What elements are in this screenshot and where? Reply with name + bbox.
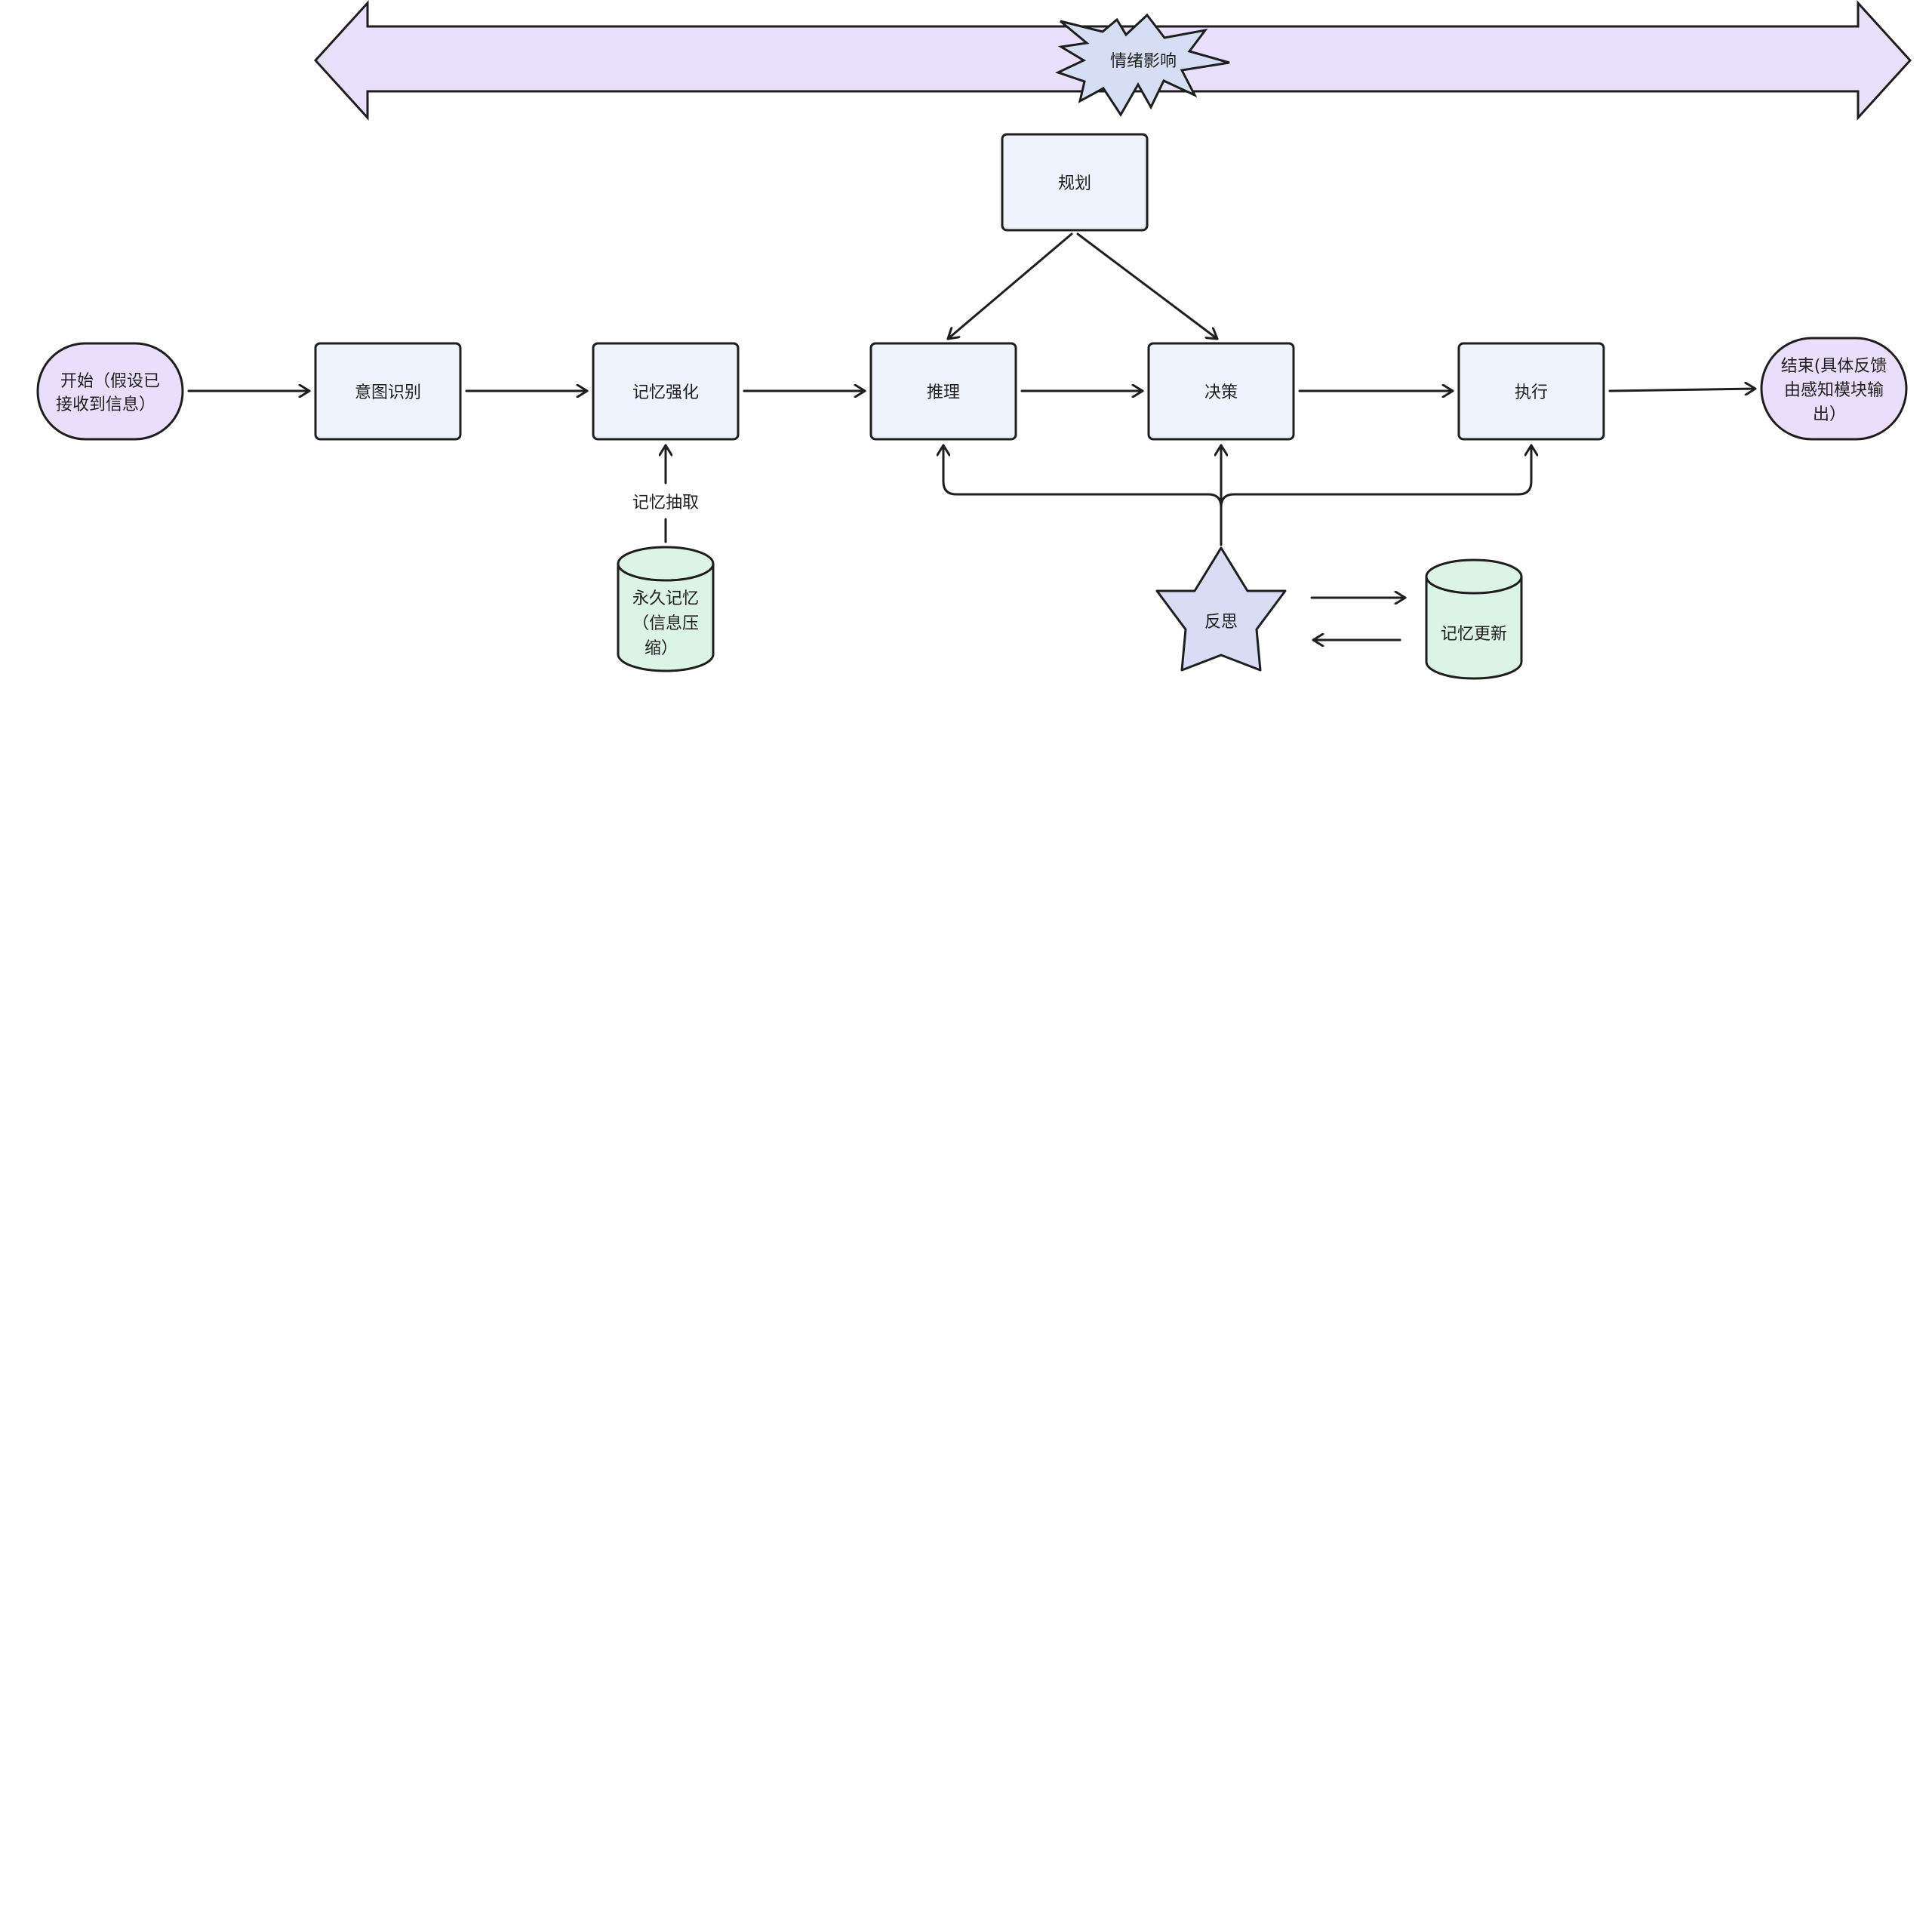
end-label-line1: 结束(具体反馈 [1781, 357, 1887, 376]
arrow-reflection-to-reasoning [943, 444, 1223, 546]
intent-label: 意图识别 [355, 383, 421, 402]
execute-label: 执行 [1515, 383, 1548, 402]
end-label-line3: 出） [1813, 405, 1846, 424]
node-memory-update[interactable]: 记忆更新 [1425, 558, 1523, 680]
node-execute[interactable]: 执行 [1457, 342, 1605, 441]
permanent-memory-line3: 缩） [645, 639, 678, 658]
node-reflection[interactable]: 反思 [1155, 546, 1287, 672]
node-end[interactable]: 结束(具体反馈 由感知模块输 出） [1760, 337, 1908, 441]
memory-extract-label: 记忆抽取 [632, 494, 699, 512]
arrow-plan-to-decision [1076, 232, 1219, 340]
emotion-label: 情绪影响 [1110, 52, 1177, 71]
arrow-execute-to-end [1608, 389, 1757, 391]
node-start[interactable]: 开始（假设已 接收到信息） [36, 342, 184, 441]
node-permanent-memory[interactable]: 永久记忆 （信息压 缩） [617, 546, 715, 672]
permanent-memory-line1: 永久记忆 [632, 589, 699, 608]
memory-update-label: 记忆更新 [1441, 625, 1507, 644]
end-label-line2: 由感知模块输 [1784, 381, 1884, 400]
start-label-line2: 接收到信息） [56, 395, 155, 414]
star-icon [1155, 546, 1287, 672]
start-label-line1: 开始（假设已 [60, 372, 160, 391]
node-plan[interactable]: 规划 [1001, 133, 1149, 232]
arrow-plan-to-reasoning [946, 232, 1073, 340]
arrow-reflection-to-execute [1220, 444, 1531, 509]
connectors: 记忆抽取 [187, 232, 1757, 640]
node-intent[interactable]: 意图识别 [314, 342, 462, 441]
permanent-memory-line2: （信息压 [632, 614, 699, 633]
node-decision[interactable]: 决策 [1147, 342, 1295, 441]
node-reasoning[interactable]: 推理 [869, 342, 1017, 441]
decision-label: 决策 [1204, 383, 1238, 402]
node-memory-enhance[interactable]: 记忆强化 [592, 342, 740, 441]
reflection-label: 反思 [1204, 613, 1238, 632]
emotion-banner: 情绪影响 [313, 0, 1912, 121]
plan-label: 规划 [1058, 174, 1091, 193]
reasoning-label: 推理 [927, 383, 960, 402]
burst-shape [1055, 13, 1230, 117]
memory-enhance-label: 记忆强化 [632, 383, 699, 402]
